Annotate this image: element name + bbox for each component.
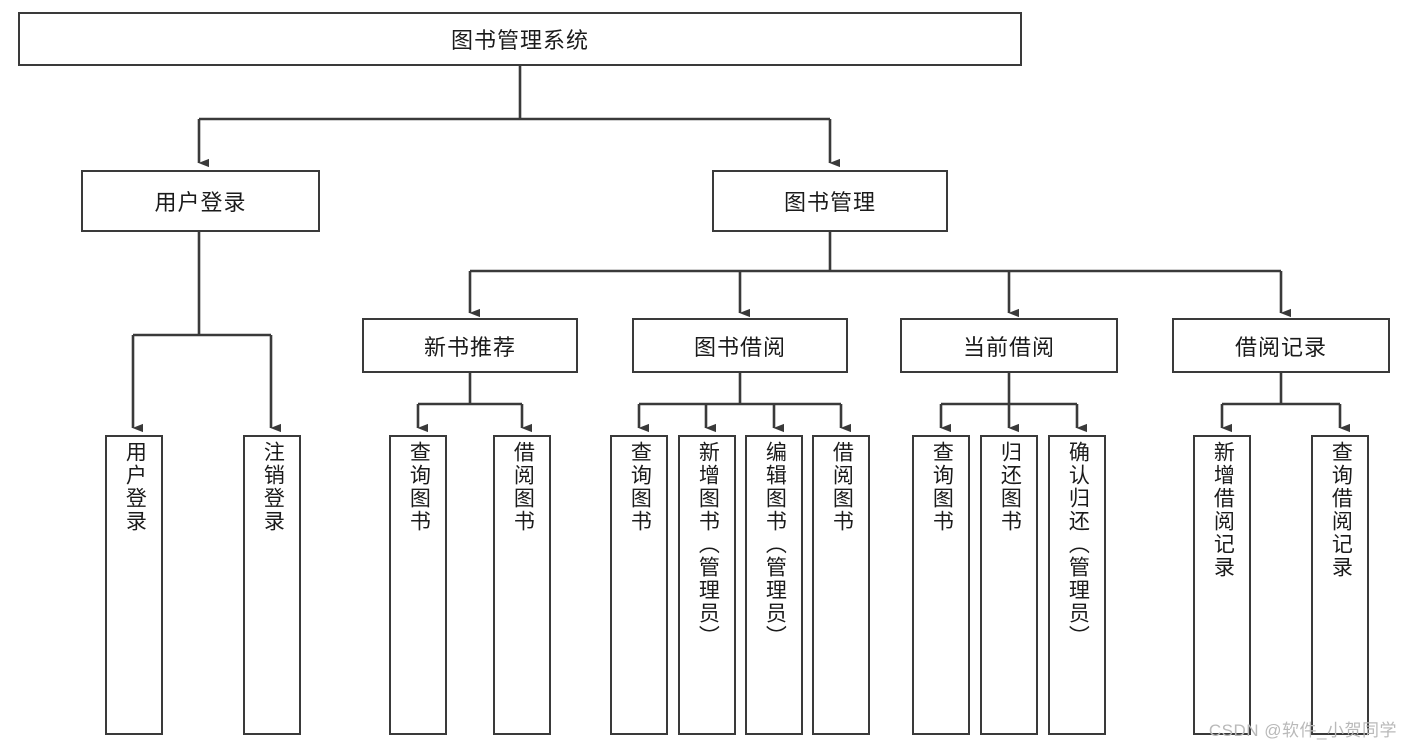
leaf-query-book-2[interactable]: 查询图书 bbox=[610, 435, 668, 735]
leaf-query-book-3-label: 查询图书 bbox=[930, 441, 954, 533]
leaf-query-book-2-label: 查询图书 bbox=[628, 441, 652, 533]
node-book-management-label: 图书管理 bbox=[783, 190, 876, 215]
node-new-book-recommend-label: 新书推荐 bbox=[423, 334, 516, 360]
watermark: CSDN @软件_小贺同学 bbox=[1208, 721, 1397, 740]
node-root-label: 图书管理系统 bbox=[450, 28, 589, 53]
node-user-login[interactable]: 用户登录 bbox=[81, 170, 320, 232]
node-book-management[interactable]: 图书管理 bbox=[712, 170, 948, 232]
leaf-logout-login-label: 注销登录 bbox=[261, 441, 285, 533]
leaf-query-borrow-record[interactable]: 查询借阅记录 bbox=[1311, 435, 1369, 735]
leaf-edit-book-admin-label: 编辑图书（管理员） bbox=[763, 441, 787, 648]
leaf-confirm-return-admin-label: 确认归还（管理员） bbox=[1066, 441, 1090, 648]
leaf-borrow-book-1-label: 借阅图书 bbox=[511, 441, 535, 533]
leaf-add-book-admin-label: 新增图书（管理员） bbox=[696, 441, 720, 648]
leaf-add-borrow-record[interactable]: 新增借阅记录 bbox=[1193, 435, 1251, 735]
node-new-book-recommend[interactable]: 新书推荐 bbox=[362, 318, 578, 373]
node-current-borrow[interactable]: 当前借阅 bbox=[900, 318, 1118, 373]
leaf-add-book-admin[interactable]: 新增图书（管理员） bbox=[678, 435, 736, 735]
leaf-return-book[interactable]: 归还图书 bbox=[980, 435, 1038, 735]
leaf-query-book-1-label: 查询图书 bbox=[407, 441, 431, 533]
leaf-borrow-book-2-label: 借阅图书 bbox=[830, 441, 854, 533]
leaf-borrow-book-1[interactable]: 借阅图书 bbox=[493, 435, 551, 735]
leaf-query-book-3[interactable]: 查询图书 bbox=[912, 435, 970, 735]
leaf-return-book-label: 归还图书 bbox=[998, 441, 1022, 533]
node-borrow-record-label: 借阅记录 bbox=[1234, 334, 1327, 360]
leaf-edit-book-admin[interactable]: 编辑图书（管理员） bbox=[745, 435, 803, 735]
leaf-query-book-1[interactable]: 查询图书 bbox=[389, 435, 447, 735]
leaf-query-borrow-record-label: 查询借阅记录 bbox=[1329, 441, 1353, 579]
leaf-add-borrow-record-label: 新增借阅记录 bbox=[1211, 441, 1235, 579]
node-root[interactable]: 图书管理系统 bbox=[18, 12, 1022, 66]
node-book-borrow[interactable]: 图书借阅 bbox=[632, 318, 848, 373]
node-user-login-label: 用户登录 bbox=[154, 190, 247, 215]
leaf-user-login-label: 用户登录 bbox=[123, 441, 147, 533]
leaf-borrow-book-2[interactable]: 借阅图书 bbox=[812, 435, 870, 735]
leaf-confirm-return-admin[interactable]: 确认归还（管理员） bbox=[1048, 435, 1106, 735]
node-current-borrow-label: 当前借阅 bbox=[962, 334, 1055, 360]
leaf-user-login[interactable]: 用户登录 bbox=[105, 435, 163, 735]
node-borrow-record[interactable]: 借阅记录 bbox=[1172, 318, 1390, 373]
leaf-logout-login[interactable]: 注销登录 bbox=[243, 435, 301, 735]
node-book-borrow-label: 图书借阅 bbox=[693, 334, 786, 360]
